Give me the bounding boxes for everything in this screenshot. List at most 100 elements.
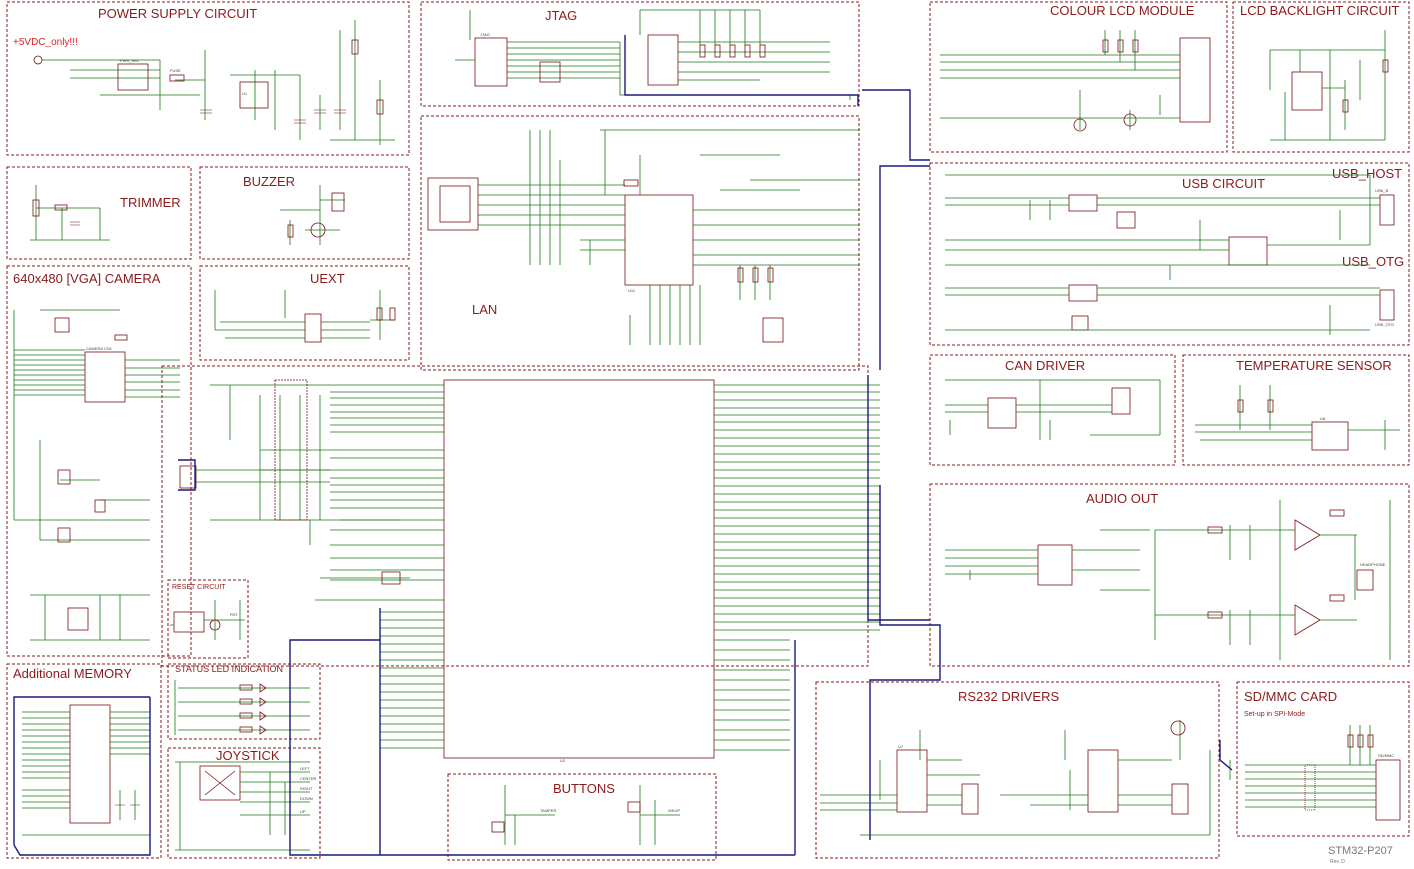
block-reset [167, 579, 249, 659]
title-lan: LAN [472, 302, 497, 317]
pwr-sel-jumper [117, 63, 149, 91]
temp-sensor-label: U8 [1320, 416, 1326, 421]
block-memory [6, 663, 162, 859]
usb-esd-1 [1068, 194, 1098, 212]
title-sdmmc: SD/MMC CARD [1244, 689, 1337, 704]
block-colour-lcd [929, 1, 1228, 153]
title-can: CAN DRIVER [1005, 358, 1085, 373]
sd-card-label: SD/MMC [1378, 753, 1394, 758]
signal-buses [13, 35, 1233, 856]
lan-circuit: U11 [427, 129, 860, 345]
camera-connector-label: CAMERA CN1 [86, 346, 113, 351]
uext-connector [304, 313, 322, 343]
title-uext: UEXT [310, 271, 345, 286]
audio-circuit: HEADPHONE [945, 500, 1391, 660]
usb-host-conn-label: USB_B [1375, 188, 1388, 193]
trimmer-pot [32, 199, 40, 217]
title-jtag: JTAG [545, 8, 577, 23]
can-circuit [945, 379, 1161, 440]
block-uext [199, 265, 410, 361]
usb-host-connector [1379, 194, 1395, 226]
block-sdmmc [1236, 681, 1410, 837]
jtag-header-label: JTAG [480, 32, 490, 37]
title-usb-host: USB_HOST [1332, 166, 1402, 181]
lcd-circuit [940, 30, 1211, 132]
temp-sensor [1311, 421, 1349, 451]
buzzer-circuit [280, 185, 345, 245]
title-buzzer: BUZZER [243, 174, 295, 189]
joystick-switch [199, 765, 241, 801]
title-audio: AUDIO OUT [1086, 491, 1158, 506]
block-temperature [1182, 354, 1410, 466]
fuse-label: FUSE [170, 68, 181, 73]
regulator-label: U1 [242, 91, 248, 96]
status-led-circuit [174, 680, 310, 735]
warning-text: +5VDC_only!!! [13, 37, 78, 48]
block-jtag [420, 1, 860, 107]
jtag-header-2 [647, 34, 679, 86]
block-joystick [167, 747, 321, 859]
audio-dac [1037, 544, 1073, 586]
title-buttons: BUTTONS [553, 781, 615, 796]
block-trimmer [6, 166, 192, 260]
usb-otg-conn-label: USB_OTG [1375, 322, 1394, 327]
reset-circuit: RST [170, 600, 245, 640]
block-lcd-backlight [1232, 1, 1410, 153]
rs232-driver-1 [896, 749, 928, 813]
title-lcd-backlight: LCD BACKLIGHT CIRCUIT [1240, 3, 1399, 18]
mcu: U2 [179, 379, 880, 763]
joystick-circuit: LEFT CENTER RIGHT DOWN UP [175, 761, 317, 851]
crystal-area [179, 465, 197, 489]
joystick-left-label: LEFT [300, 766, 310, 771]
trimmer-circuit [30, 185, 110, 241]
can-transceiver [987, 397, 1017, 429]
block-buttons [447, 773, 717, 861]
jtag-header [474, 37, 508, 87]
camera-circuit: CAMERA CN1 [13, 309, 180, 641]
buzzer [331, 192, 345, 212]
wkup-button [627, 801, 641, 813]
joystick-center-label: CENTER [300, 776, 317, 781]
title-temperature: TEMPERATURE SENSOR [1236, 358, 1392, 373]
temperature-circuit: U8 [1195, 385, 1400, 451]
regulator-u1 [239, 81, 269, 109]
uext-circuit [214, 290, 396, 343]
jtag-circuit: JTAG [455, 9, 851, 100]
lan-phy-label: U11 [628, 288, 636, 293]
memory-circuit [22, 704, 150, 836]
fuse [169, 74, 185, 82]
reset-label: RST [230, 612, 239, 617]
backlight-circuit [1269, 30, 1389, 141]
board-name: STM32-P207 [1328, 845, 1393, 857]
audio-amp-1 [1294, 519, 1321, 551]
block-power-supply [6, 1, 410, 156]
wkup-label: WKUP [668, 808, 680, 813]
block-buzzer [199, 166, 410, 260]
backlight-driver [1291, 71, 1323, 111]
rj45-connector [427, 177, 479, 231]
usb-switch [1228, 236, 1268, 266]
title-usb-circuit: USB CIRCUIT [1182, 176, 1265, 191]
rs232-driver-1-label: U7 [898, 744, 904, 749]
title-rs232: RS232 DRIVERS [958, 689, 1059, 704]
tamper-label: TAMPER [540, 808, 556, 813]
buttons-circuit: TAMPER WKUP [491, 785, 680, 845]
lan-phy [624, 194, 694, 286]
db9-connector-2 [1171, 783, 1189, 815]
joystick-up-label: UP [300, 809, 306, 814]
joystick-down-label: DOWN [300, 796, 313, 801]
power-supply-circuit: PWR_SEL FUSE U1 [33, 20, 395, 145]
headphone-jack [1356, 569, 1374, 591]
decoupling-caps [274, 379, 308, 521]
camera-connector [84, 351, 126, 403]
rs232-circuit: U7 [820, 720, 1211, 836]
block-can [929, 354, 1176, 466]
board-revision: Rev. D [1330, 859, 1345, 865]
title-usb-otg: USB_OTG [1342, 254, 1404, 269]
usb-otg-connector [1379, 289, 1395, 321]
pwr-sel-label: PWR_SEL [120, 58, 140, 63]
sd-card-socket [1375, 759, 1401, 821]
title-camera: 640x480 [VGA] CAMERA [13, 271, 161, 286]
title-trimmer: TRIMMER [120, 195, 181, 210]
camera-regulator [67, 607, 89, 631]
